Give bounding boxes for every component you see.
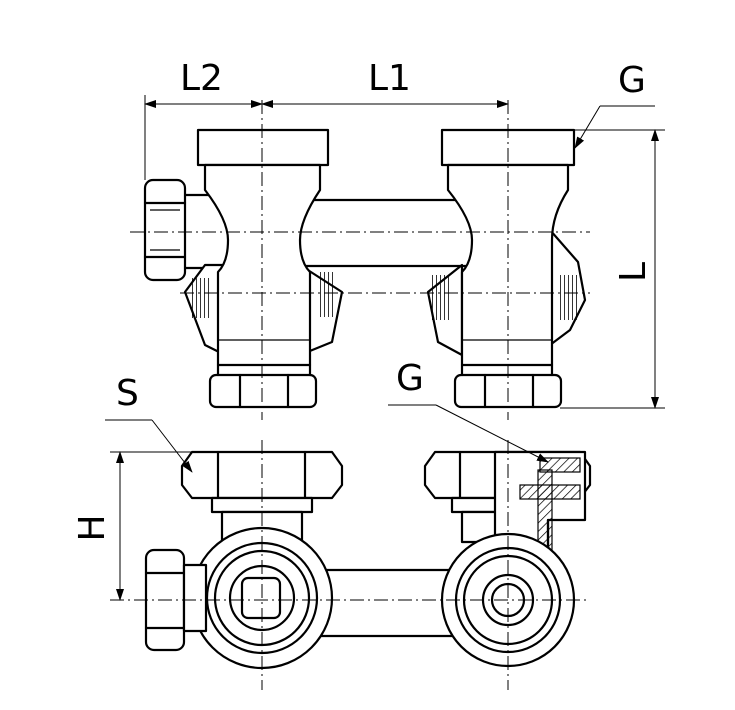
left-body-top bbox=[143, 128, 344, 409]
dim-label-l1: L1 bbox=[368, 58, 411, 99]
dim-label-g-top: G bbox=[618, 60, 646, 101]
right-body-top bbox=[426, 128, 587, 409]
top-view: L2 L1 G L bbox=[130, 58, 665, 420]
dim-label-l: L bbox=[613, 262, 654, 282]
dim-label-g-mid: G bbox=[396, 358, 424, 399]
dim-label-l2: L2 bbox=[180, 58, 223, 99]
dim-label-s: S bbox=[116, 373, 139, 414]
front-view: S G H bbox=[72, 358, 592, 690]
dim-label-h: H bbox=[72, 514, 113, 541]
